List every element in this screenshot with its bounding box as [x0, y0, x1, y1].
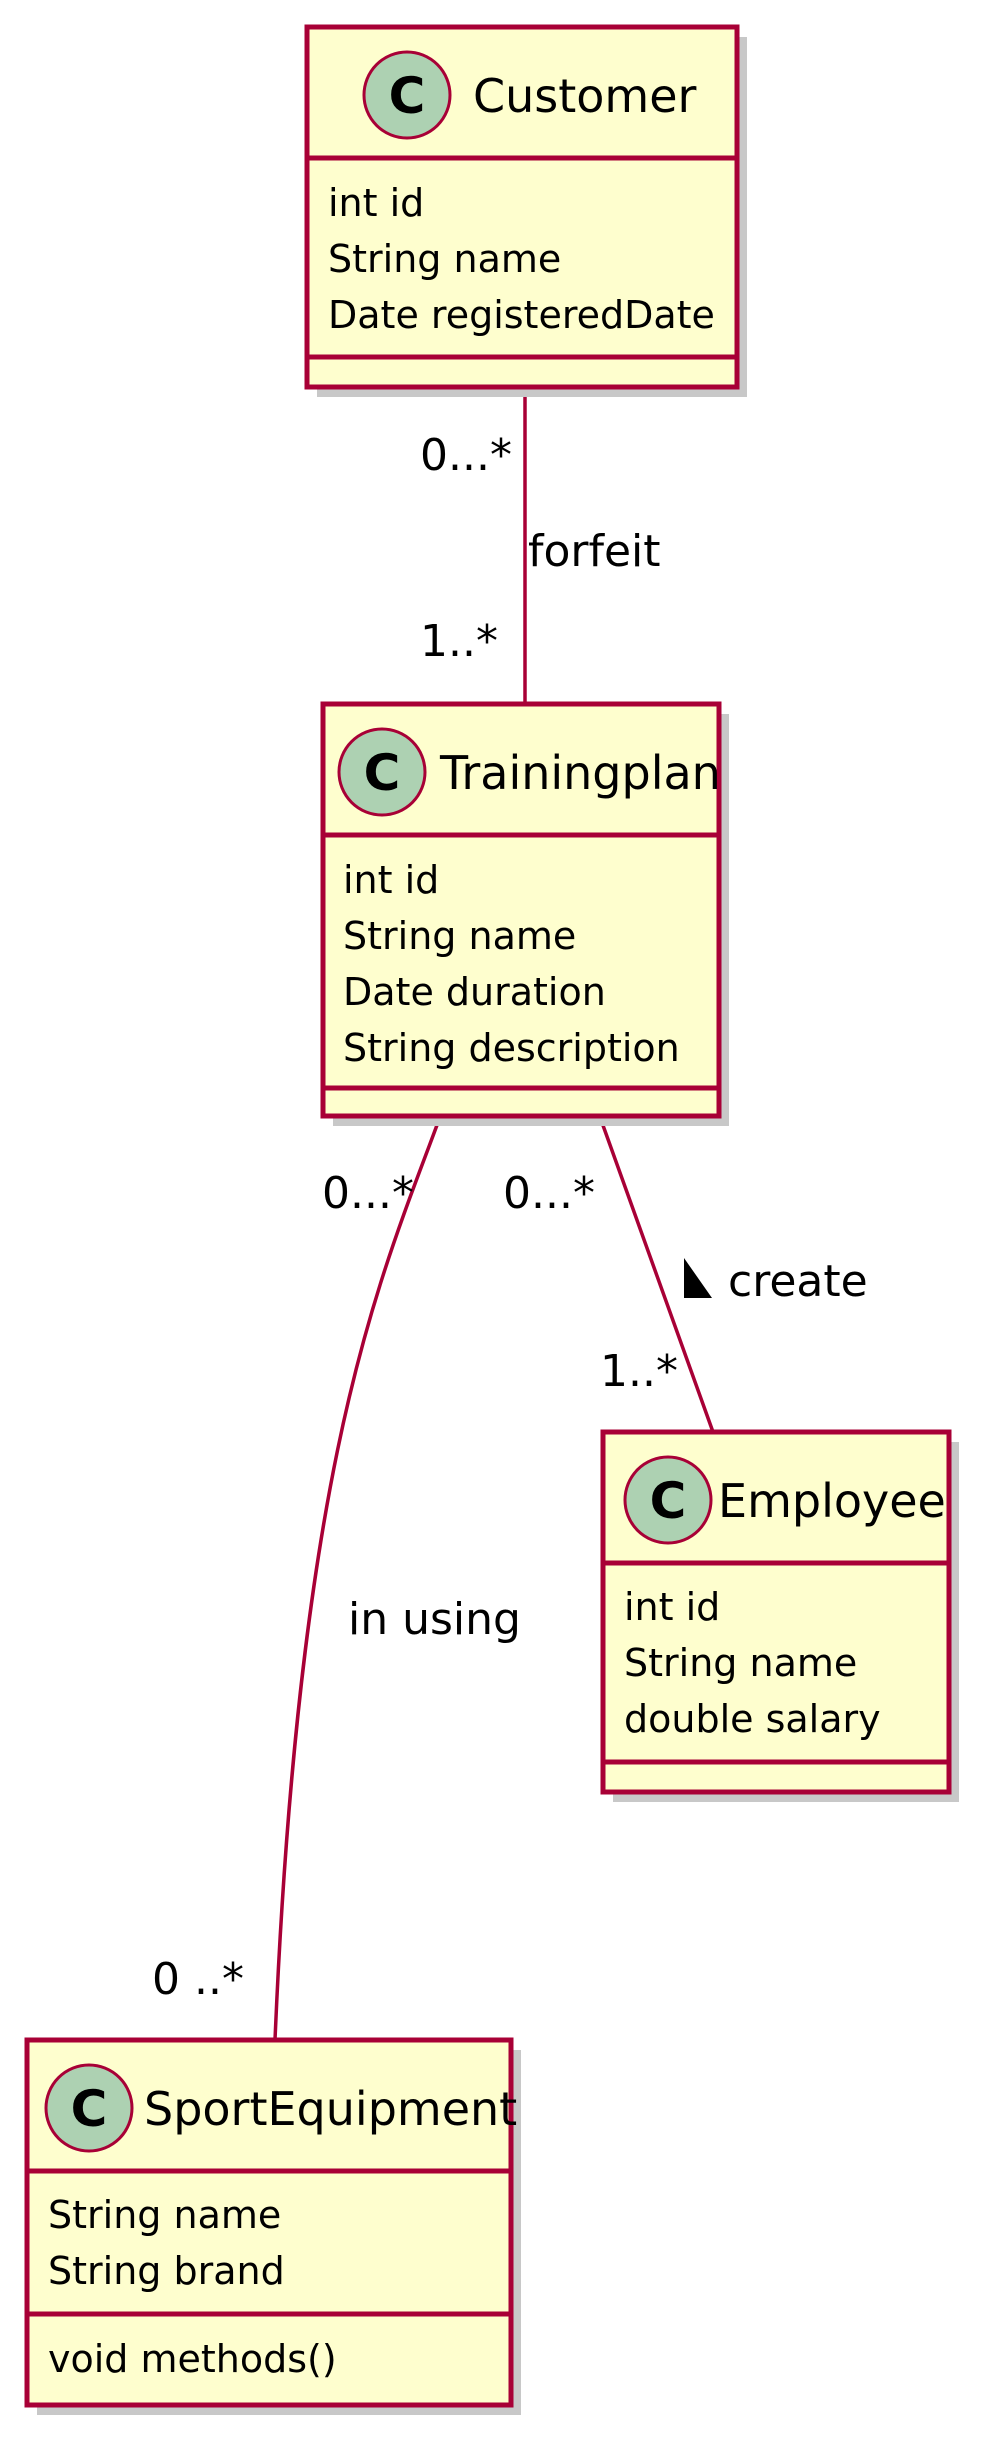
class-attribute: String brand — [48, 2249, 285, 2293]
class-attribute: String name — [328, 237, 561, 281]
class-stereotype-icon — [44, 2063, 134, 2153]
class-stereotype-icon — [623, 1455, 713, 1545]
class-attribute: Date registeredDate — [328, 293, 715, 337]
mult-sportequipment-inusing: 0 ..* — [152, 1954, 244, 2005]
class-stereotype-glyph: C — [650, 1472, 687, 1530]
class-attribute: String description — [343, 1026, 680, 1070]
class-customer[interactable]: C Customer int id String name Date regis… — [304, 24, 747, 397]
class-attribute: int id — [328, 181, 424, 225]
mult-customer-forfeit: 0...* — [420, 430, 512, 481]
class-sportequipment[interactable]: C SportEquipment String name String bran… — [24, 2037, 521, 2415]
class-employee[interactable]: C Employee int id String name double sal… — [600, 1429, 959, 1802]
edge-trainingplan-employee — [598, 1116, 715, 1433]
class-attribute: String name — [343, 914, 576, 958]
class-name: Employee — [718, 1474, 946, 1528]
class-stereotype-icon — [362, 50, 452, 140]
class-name: Customer — [473, 69, 697, 123]
class-name: Trainingplan — [439, 746, 721, 800]
class-stereotype-glyph: C — [389, 67, 426, 125]
mult-trainingplan-forfeit: 1..* — [420, 616, 498, 667]
class-attribute: String name — [624, 1641, 857, 1685]
class-stereotype-glyph: C — [71, 2080, 108, 2138]
edge-label-in-using: in using — [348, 1594, 521, 1645]
class-name: SportEquipment — [144, 2082, 517, 2136]
class-stereotype-icon — [337, 727, 427, 817]
edge-label-forfeit: forfeit — [528, 526, 661, 577]
mult-trainingplan-create: 0...* — [503, 1168, 595, 1219]
class-method: void methods() — [48, 2337, 337, 2381]
class-attribute: double salary — [624, 1697, 881, 1741]
class-attribute: Date duration — [343, 970, 606, 1014]
mult-employee-create: 1..* — [600, 1346, 678, 1397]
class-trainingplan[interactable]: C Trainingplan int id String name Date d… — [320, 701, 729, 1126]
class-attribute: String name — [48, 2193, 281, 2237]
class-attribute: int id — [343, 858, 439, 902]
mult-trainingplan-inusing: 0...* — [322, 1168, 414, 1219]
edge-trainingplan-sportequipment — [273, 1116, 442, 2041]
class-stereotype-glyph: C — [364, 744, 401, 802]
edge-label-create: create — [728, 1256, 868, 1307]
direction-arrow-icon — [684, 1258, 712, 1298]
class-attribute: int id — [624, 1585, 720, 1629]
